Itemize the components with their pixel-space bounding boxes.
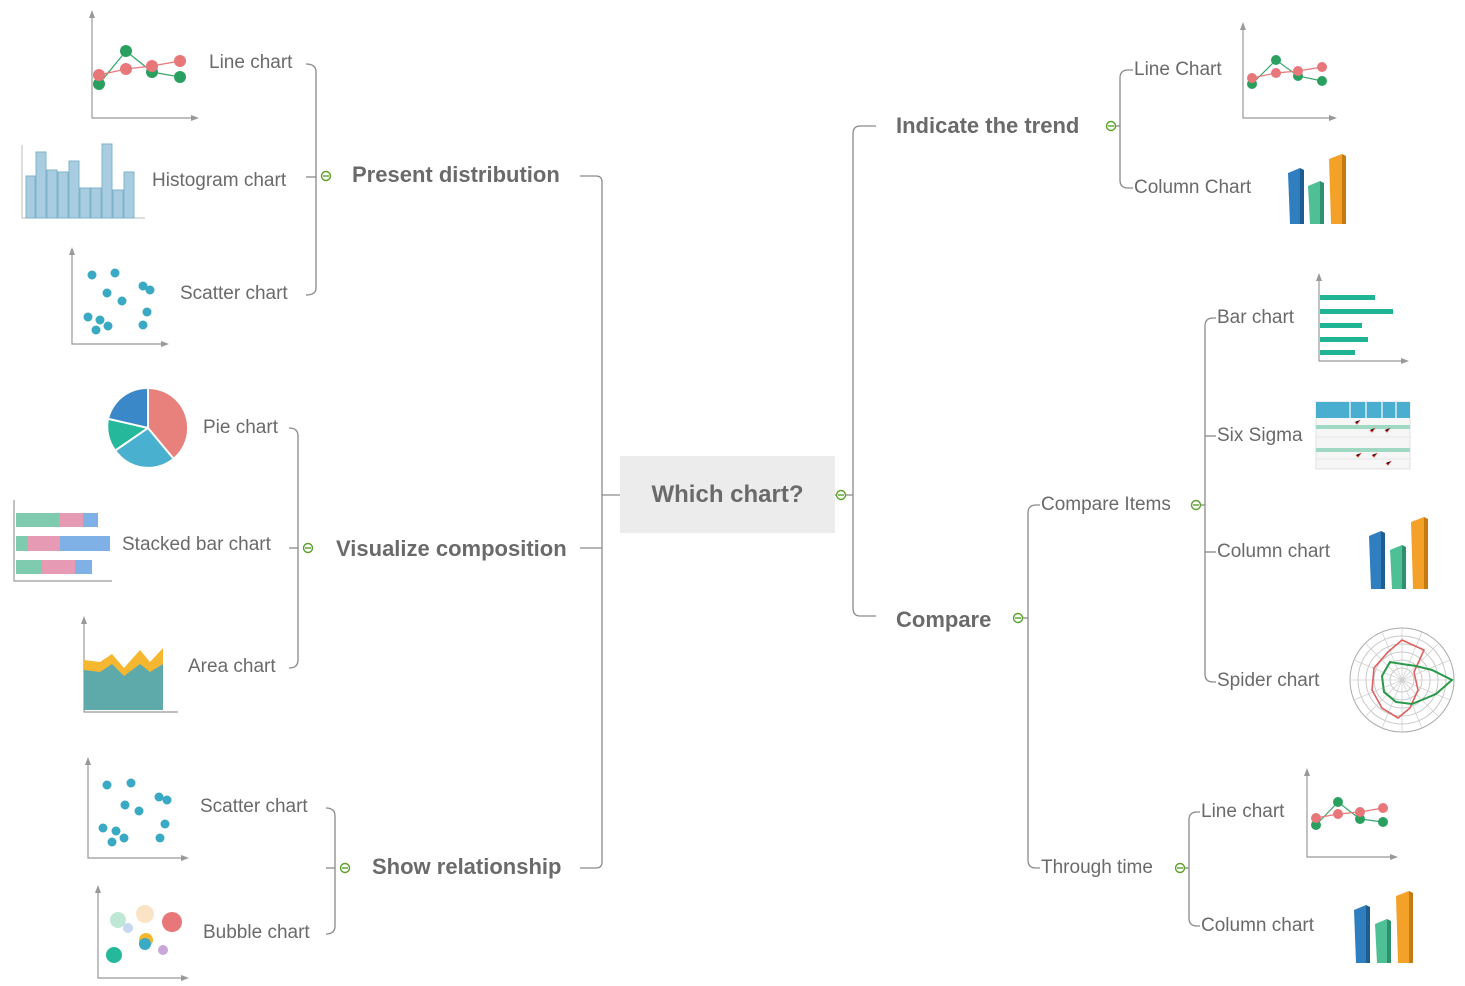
- column-chart-trend-thumbnail: [1288, 154, 1346, 224]
- six-sigma-thumbnail: [1315, 401, 1411, 470]
- line-chart-time-thumbnail: [1304, 768, 1398, 860]
- toggle-indicate-trend[interactable]: [1105, 120, 1117, 132]
- area-chart-thumbnail: [81, 616, 178, 713]
- toggle-compare[interactable]: [1012, 612, 1024, 624]
- leaf-column-chart-time[interactable]: Column chart: [1201, 915, 1314, 936]
- histogram-chart-thumbnail: [21, 143, 145, 219]
- branch-visualize-composition[interactable]: Visualize composition: [336, 536, 567, 561]
- subbranch-through-time[interactable]: Through time: [1041, 857, 1153, 878]
- line-chart-trend-thumbnail: [1240, 22, 1337, 121]
- column-chart-compare-thumbnail: [1369, 517, 1428, 589]
- leaf-spider-chart[interactable]: Spider chart: [1217, 670, 1320, 691]
- toggle-present-distribution[interactable]: [320, 170, 332, 182]
- toggle-compare-items[interactable]: [1190, 499, 1202, 511]
- leaf-line-chart[interactable]: Line chart: [209, 52, 293, 73]
- leaf-bar-chart[interactable]: Bar chart: [1217, 307, 1295, 328]
- spider-chart-thumbnail: [1349, 627, 1455, 733]
- toggle-root[interactable]: [835, 489, 847, 501]
- root-node[interactable]: Which chart?: [620, 456, 835, 533]
- leaf-line-chart-time[interactable]: Line chart: [1201, 801, 1285, 822]
- leaf-column-chart-trend[interactable]: Column Chart: [1134, 177, 1252, 198]
- bar-chart-thumbnail: [1316, 273, 1409, 364]
- leaf-line-chart-trend[interactable]: Line Chart: [1134, 59, 1222, 80]
- leaf-column-chart-compare[interactable]: Column chart: [1217, 541, 1330, 562]
- leaf-area-chart[interactable]: Area chart: [188, 656, 276, 677]
- scatter-chart-thumbnail: [69, 247, 169, 347]
- leaf-stacked-bar-chart[interactable]: Stacked bar chart: [122, 534, 271, 555]
- branch-indicate-trend[interactable]: Indicate the trend: [896, 113, 1080, 138]
- scatter-chart-relationship-thumbnail: [85, 757, 189, 861]
- pie-chart-thumbnail: [108, 388, 188, 467]
- branch-show-relationship[interactable]: Show relationship: [372, 854, 562, 879]
- column-chart-time-thumbnail: [1354, 891, 1413, 963]
- leaf-pie-chart[interactable]: Pie chart: [203, 417, 278, 438]
- stacked-bar-chart-thumbnail: [13, 500, 112, 582]
- toggle-visualize-composition[interactable]: [302, 542, 314, 554]
- branch-present-distribution[interactable]: Present distribution: [352, 162, 560, 187]
- toggle-show-relationship[interactable]: [339, 862, 351, 874]
- leaf-scatter-chart-relationship[interactable]: Scatter chart: [200, 796, 308, 817]
- leaf-scatter-chart[interactable]: Scatter chart: [180, 283, 288, 304]
- bubble-chart-thumbnail: [95, 885, 189, 981]
- line-chart-thumbnail: [89, 10, 199, 121]
- branch-compare[interactable]: Compare: [896, 607, 992, 632]
- root-title: Which chart?: [651, 480, 804, 508]
- toggle-through-time[interactable]: [1174, 862, 1186, 874]
- leaf-bubble-chart[interactable]: Bubble chart: [203, 922, 310, 943]
- leaf-histogram-chart[interactable]: Histogram chart: [152, 170, 287, 191]
- subbranch-compare-items[interactable]: Compare Items: [1041, 494, 1171, 515]
- leaf-six-sigma[interactable]: Six Sigma: [1217, 425, 1303, 446]
